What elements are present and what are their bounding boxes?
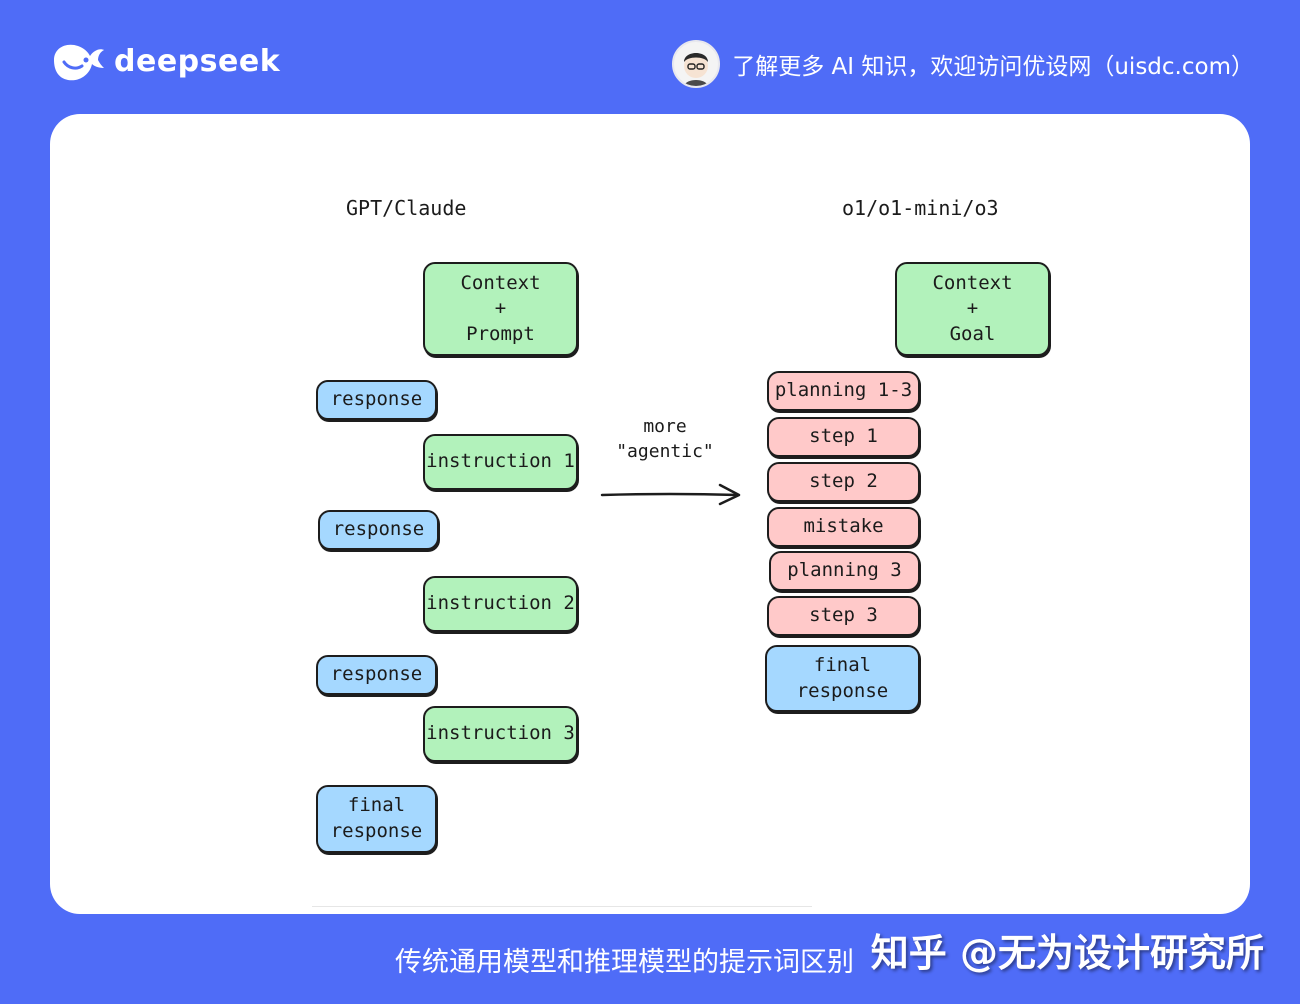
box-line: Context <box>932 271 1013 294</box>
agentic-arrow <box>600 483 741 506</box>
box-line: response <box>796 679 889 702</box>
instruction-box-2: instruction 2 <box>423 576 578 632</box>
box-line: Goal <box>949 322 996 345</box>
response-box-1: response <box>316 380 437 420</box>
arrow-label-line: more <box>643 416 687 437</box>
context-prompt-box: Context + Prompt <box>423 262 578 356</box>
divider <box>312 906 812 907</box>
box-line: Prompt <box>466 322 535 345</box>
step-box: step 1 <box>767 417 920 457</box>
step-box: step 3 <box>767 596 920 636</box>
instruction-box-1: instruction 1 <box>423 434 578 490</box>
context-goal-box: Context + Goal <box>895 262 1050 356</box>
avatar <box>672 40 721 88</box>
final-response-box-left: final response <box>316 785 437 853</box>
response-box-3: response <box>316 655 437 695</box>
box-line: + <box>494 297 507 320</box>
box-line: response <box>330 820 423 842</box>
header-note: 了解更多 AI 知识，欢迎访问优设网（uisdc.com） <box>732 54 1254 80</box>
watermark: 知乎 @无为设计研究所 <box>870 931 1264 975</box>
left-column-title: GPT/Claude <box>346 196 467 220</box>
arrow-label: more "agentic" <box>610 414 720 464</box>
caption: 传统通用模型和推理模型的提示词区别 <box>395 947 854 978</box>
brand-logo: deepseek <box>50 38 280 84</box>
brand-name: deepseek <box>114 43 281 79</box>
response-box-2: response <box>318 510 439 550</box>
step-box: mistake <box>767 507 920 547</box>
box-line: final <box>347 794 406 817</box>
box-line: final <box>813 653 872 676</box>
header-promo: 了解更多 AI 知识，欢迎访问优设网（uisdc.com） <box>672 40 1254 88</box>
arrow-label-line: "agentic" <box>616 441 714 463</box>
instruction-box-3: instruction 3 <box>423 706 578 762</box>
step-box: planning 1-3 <box>767 371 920 411</box>
box-line: Context <box>460 271 541 294</box>
whale-icon <box>54 44 104 81</box>
step-box: planning 3 <box>769 551 920 591</box>
box-line: + <box>966 297 979 320</box>
final-response-box-right: final response <box>765 645 920 712</box>
right-column-title: o1/o1-mini/o3 <box>842 196 999 220</box>
step-box: step 2 <box>767 462 920 502</box>
diagram-card: GPT/Claude o1/o1-mini/o3 Context + Promp… <box>50 114 1250 914</box>
